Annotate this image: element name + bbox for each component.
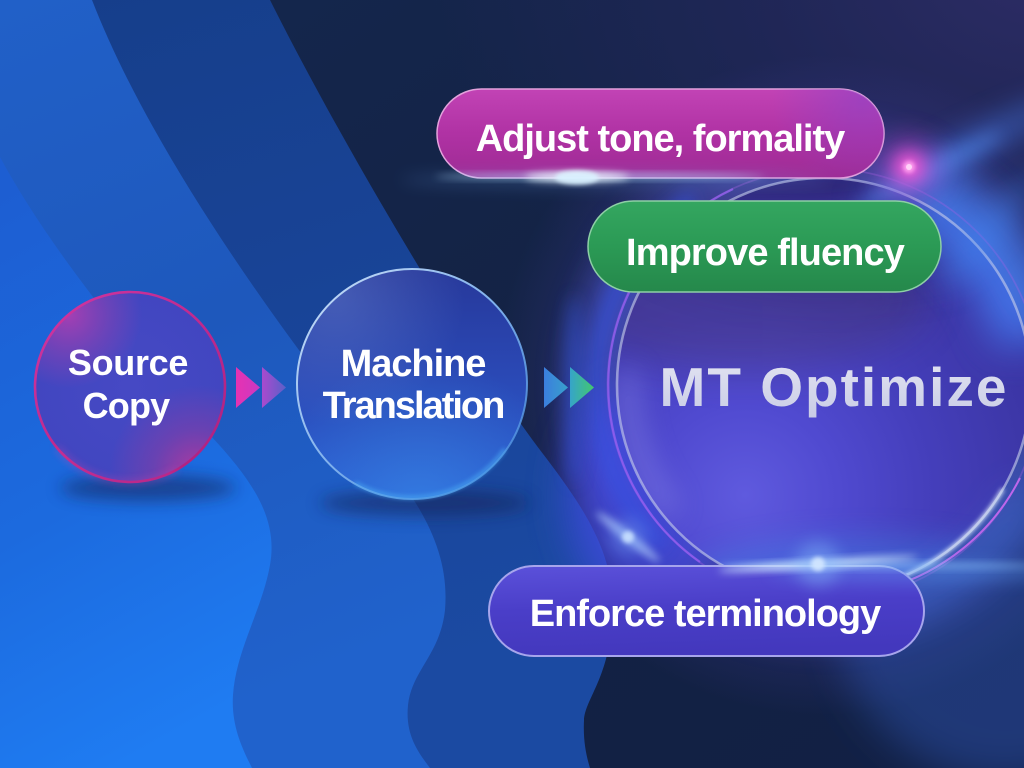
svg-text:Enforce terminology: Enforce terminology	[530, 593, 881, 635]
svg-text:Adjust tone, formality: Adjust tone, formality	[476, 118, 845, 160]
svg-text:Improve fluency: Improve fluency	[626, 232, 905, 274]
svg-text:Copy: Copy	[83, 385, 171, 426]
svg-text:Translation: Translation	[323, 385, 504, 427]
svg-text:MT Optimize: MT Optimize	[660, 356, 1009, 418]
svg-text:Source: Source	[68, 342, 188, 383]
svg-text:Machine: Machine	[341, 343, 486, 385]
